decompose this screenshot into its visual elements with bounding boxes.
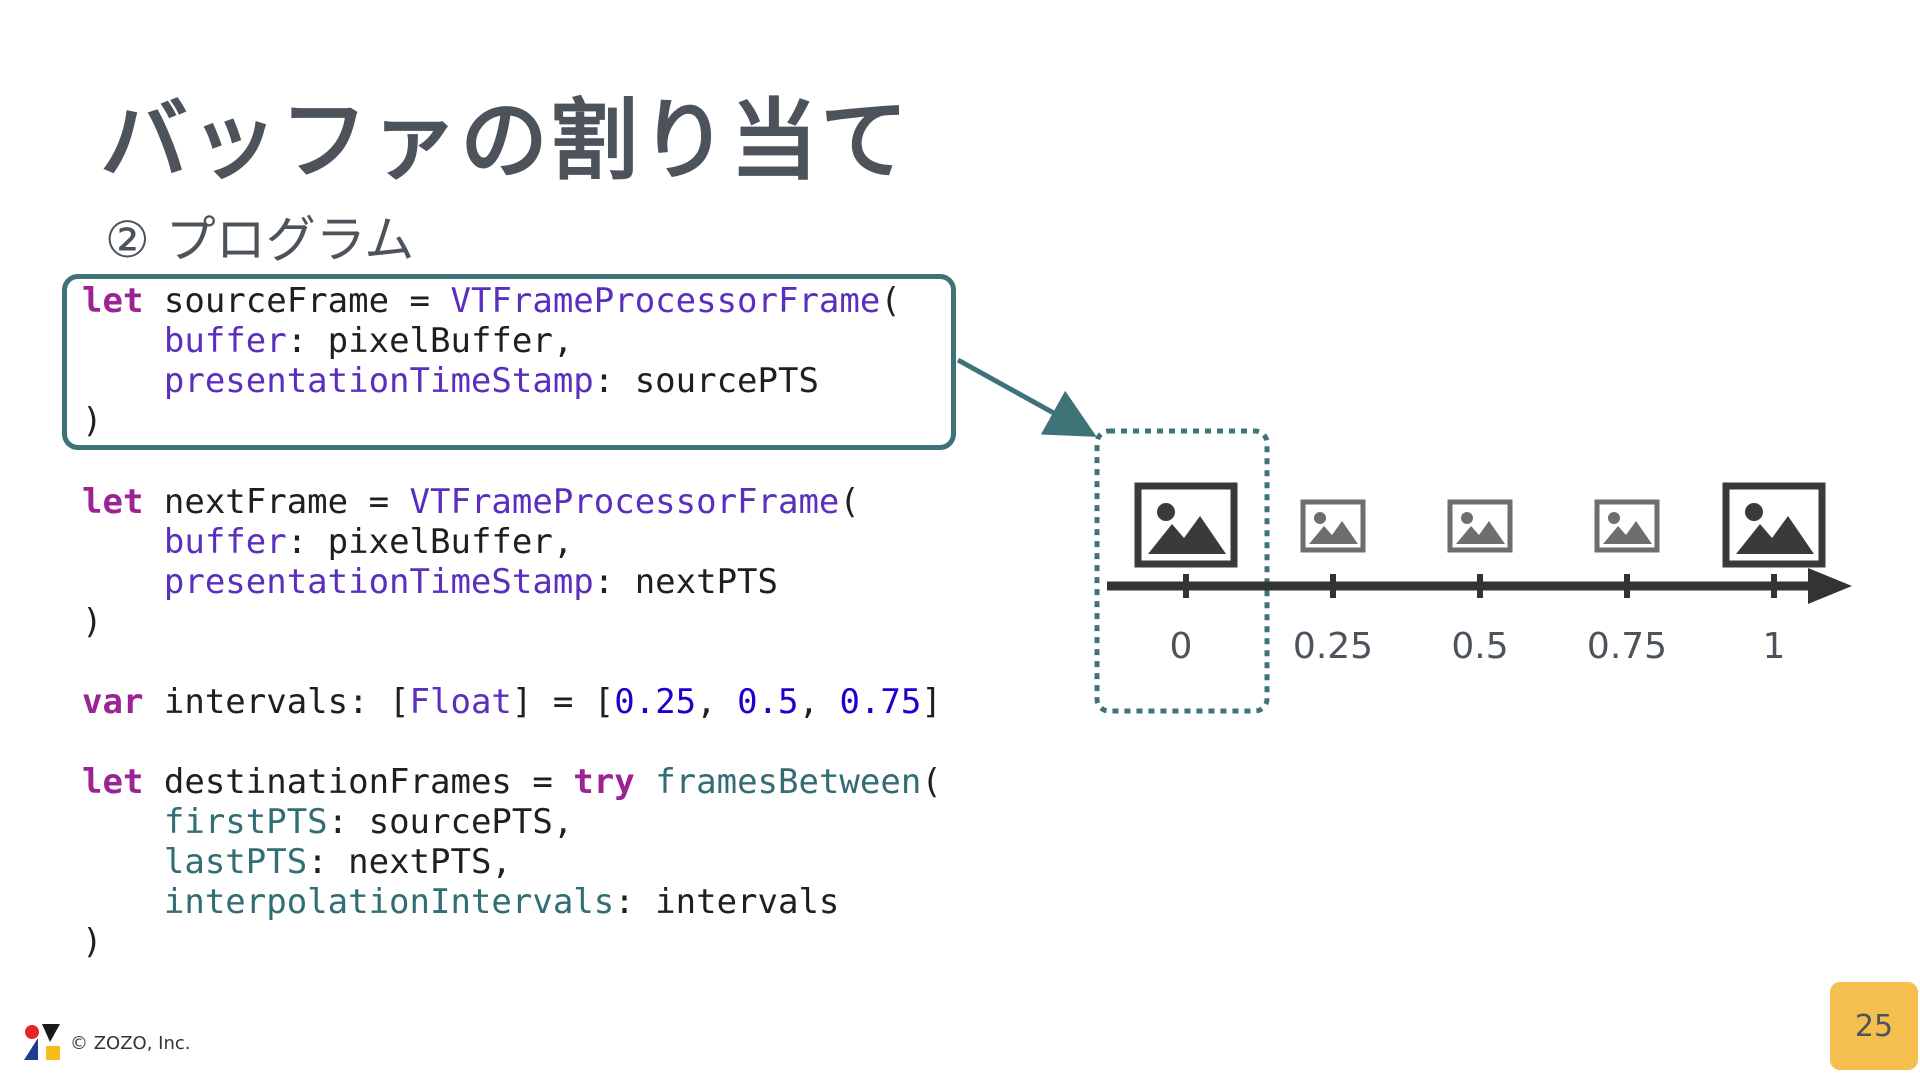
slide-subtitle: ② プログラム xyxy=(105,211,415,269)
tick-label-0.25: 0.25 xyxy=(1293,626,1373,667)
slide-title: バッファの割り当て xyxy=(100,89,911,192)
code-destination-frames: let destinationFrames = try framesBetwee… xyxy=(82,762,942,962)
image-icon xyxy=(1722,482,1826,568)
tick-label-0.75: 0.75 xyxy=(1587,626,1667,667)
image-icon xyxy=(1594,499,1660,553)
tick-label-0: 0 xyxy=(1170,626,1193,667)
image-icon xyxy=(1134,482,1238,568)
page-number-badge: 25 xyxy=(1830,982,1918,1070)
tick-label-1: 1 xyxy=(1763,626,1786,667)
source-frame-highlight xyxy=(62,274,956,450)
timeline-axis-arrowhead xyxy=(1808,568,1852,604)
copyright-text: © ZOZO, Inc. xyxy=(70,1033,191,1054)
highlight-connector-arrow xyxy=(956,357,1097,437)
tick-label-0.5: 0.5 xyxy=(1451,626,1508,667)
zozo-logo-icon xyxy=(24,1024,60,1060)
code-intervals: var intervals: [Float] = [0.25, 0.5, 0.7… xyxy=(82,682,942,722)
image-icon xyxy=(1300,499,1366,553)
selected-frame-dotted-box xyxy=(1094,428,1270,714)
image-icon xyxy=(1447,499,1513,553)
code-next-frame: let nextFrame = VTFrameProcessorFrame( b… xyxy=(82,482,860,642)
code-source-frame: let sourceFrame = VTFrameProcessorFrame(… xyxy=(82,281,901,441)
